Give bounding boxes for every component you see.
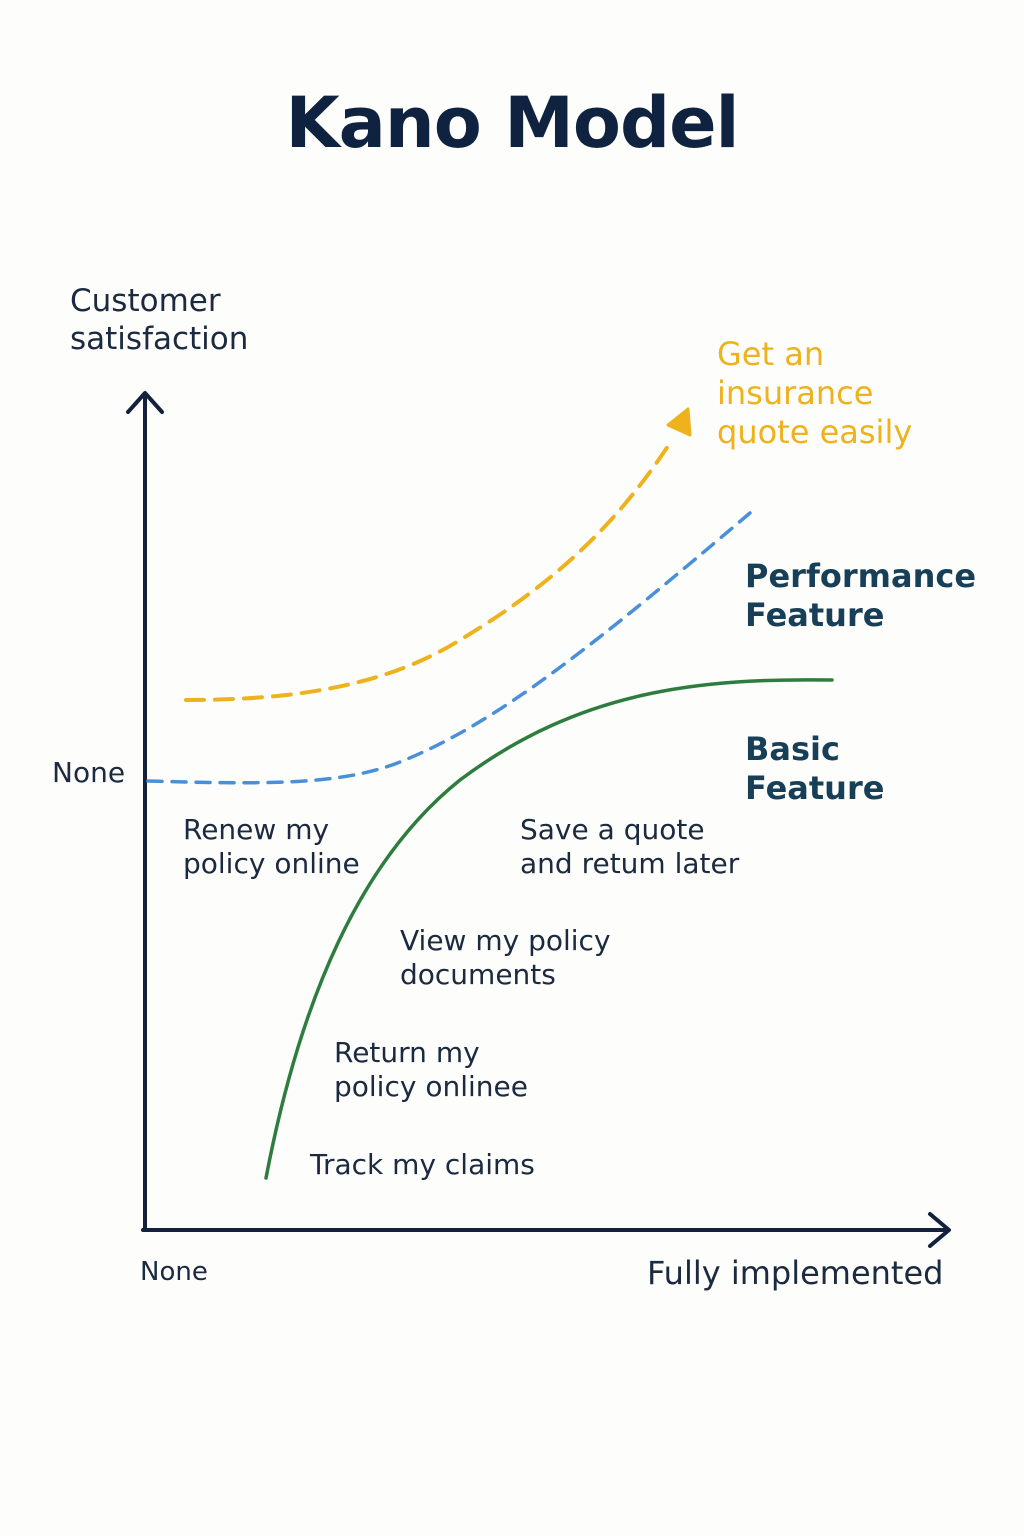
y-axis-none-label: None bbox=[52, 756, 126, 789]
item-renew-policy: Renew my policy online bbox=[183, 813, 360, 881]
item-view-documents: View my policy documents bbox=[400, 924, 611, 992]
x-axis-label: Fully implemented bbox=[647, 1254, 944, 1292]
y-axis-label: Customer satisfaction bbox=[70, 283, 249, 357]
page-title: Kano Model bbox=[285, 82, 739, 164]
performance-curve bbox=[146, 511, 752, 785]
basic-feature-label: Basic Feature bbox=[745, 730, 885, 808]
x-axis-arrowhead bbox=[928, 1212, 951, 1248]
y-axis-arrowhead bbox=[126, 391, 164, 414]
item-track-claims: Track my claims bbox=[310, 1148, 535, 1181]
basic-curve bbox=[264, 678, 834, 1180]
delighter-curve bbox=[184, 438, 674, 702]
delighter-arrowhead bbox=[666, 407, 692, 437]
item-return-policy: Return my policy onlinee bbox=[334, 1036, 528, 1104]
delighter-label: Get an insurance quote easily bbox=[717, 335, 913, 452]
item-save-quote: Save a quote and retum later bbox=[520, 813, 740, 881]
x-axis-none-label: None bbox=[140, 1257, 208, 1287]
performance-feature-label: Performance Feature bbox=[745, 557, 977, 635]
